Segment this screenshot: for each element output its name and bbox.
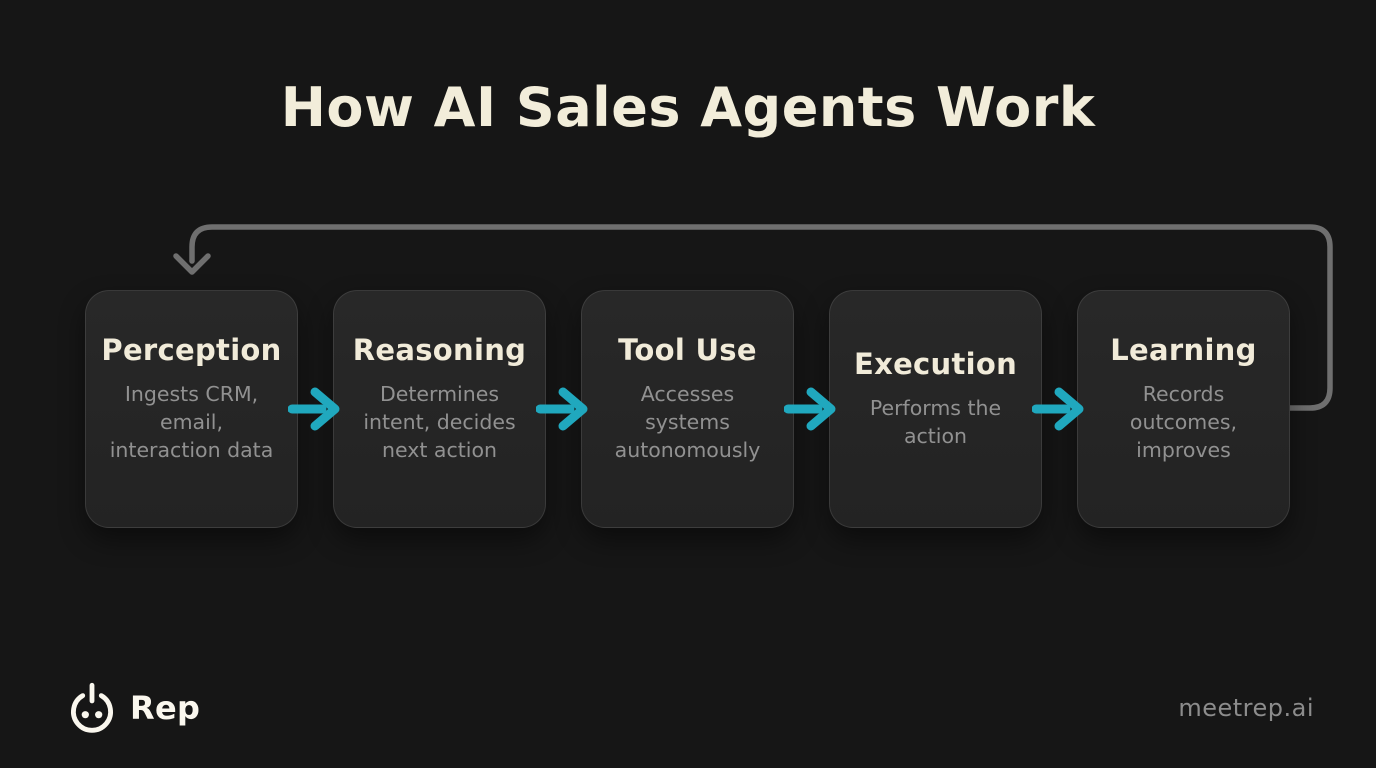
right-arrow-icon [535, 387, 587, 431]
step-card-tool-use: Tool Use Accesses systems autonomously [581, 290, 794, 528]
website-url: meetrep.ai [1178, 694, 1314, 722]
step-title: Tool Use [618, 333, 757, 368]
step-card-learning: Learning Records outcomes, improves [1077, 290, 1290, 528]
step-description: Performs the action [869, 396, 1002, 448]
power-face-icon [66, 682, 118, 734]
flow-arrow-slot [1031, 385, 1083, 433]
step-card-content: Perception Ingests CRM, email, interacti… [101, 333, 281, 465]
step-title: Learning [1110, 333, 1257, 368]
step-description: Records outcomes, improves [1129, 382, 1238, 462]
flow-arrow-slot [535, 385, 587, 433]
step-description: Determines intent, decides next action [363, 382, 516, 462]
right-arrow-icon [287, 387, 339, 431]
step-description: Accesses systems autonomously [614, 382, 761, 462]
step-title: Perception [101, 333, 282, 368]
process-flow: Perception Ingests CRM, email, interacti… [85, 290, 1290, 528]
step-card-content: Learning Records outcomes, improves [1110, 333, 1256, 465]
brand-name: Rep [130, 689, 201, 727]
flow-arrow-slot [783, 385, 835, 433]
rep-logo: Rep [66, 682, 200, 734]
flow-arrow-slot [287, 385, 339, 433]
page-title: How AI Sales Agents Work [280, 76, 1096, 139]
step-title: Execution [853, 347, 1018, 382]
right-arrow-icon [783, 387, 835, 431]
step-card-execution: Execution Performs the action [829, 290, 1042, 528]
step-card-content: Execution Performs the action [854, 347, 1017, 451]
step-card-reasoning: Reasoning Determines intent, decides nex… [333, 290, 546, 528]
step-card-perception: Perception Ingests CRM, email, interacti… [85, 290, 298, 528]
step-description: Ingests CRM, email, interaction data [109, 382, 274, 462]
right-arrow-icon [1031, 387, 1083, 431]
step-title: Reasoning [352, 333, 527, 368]
step-card-content: Tool Use Accesses systems autonomously [615, 333, 761, 465]
step-card-content: Reasoning Determines intent, decides nex… [353, 333, 526, 465]
